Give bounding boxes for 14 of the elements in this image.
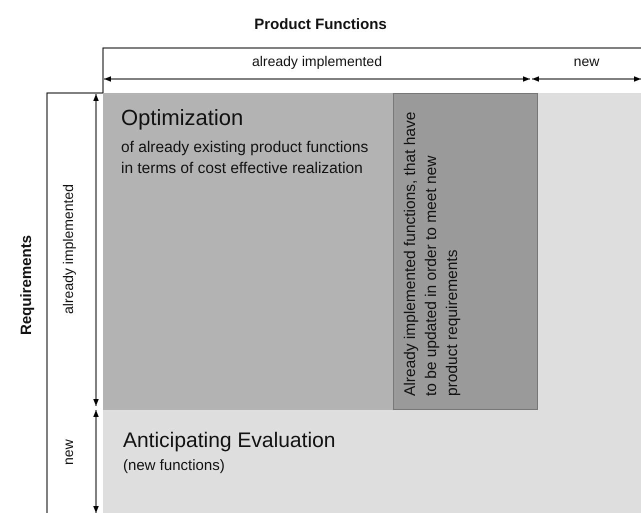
vertical-text: Already implemented functions, that have to be updated in order to meet new product requirements (401, 110, 462, 396)
region-title: Anticipating Evaluation (123, 429, 336, 453)
dimension-label: already implemented (60, 183, 76, 316)
dimension-label: new (60, 438, 76, 467)
dimension-label: new (572, 53, 600, 69)
section-heading: Requirements (18, 234, 35, 338)
quadrant-description: of already existing product functions in terms of cost effective realization (121, 138, 370, 179)
matrix-region (103, 93, 641, 513)
section-heading: Product Functions (253, 16, 388, 33)
highlight-box (393, 93, 538, 410)
matrix-quadrant (103, 93, 538, 410)
region-subtitle: (new functions) (123, 457, 225, 474)
quadrant-title: Optimization (121, 105, 244, 131)
dimension-label: already implemented (251, 53, 383, 69)
